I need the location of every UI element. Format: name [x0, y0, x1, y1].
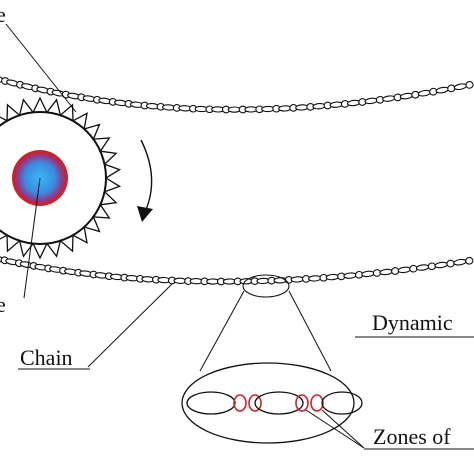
chain-link	[382, 95, 396, 102]
contact-zone-link	[295, 394, 309, 412]
magnified-link	[321, 391, 363, 415]
chain-link	[434, 261, 448, 269]
top-left-label-fragment: e	[0, 2, 6, 27]
leader-line-top-left	[5, 23, 77, 113]
magnifier	[181, 274, 363, 444]
chain-link	[312, 103, 326, 110]
chain-link	[273, 277, 287, 284]
chain-link	[308, 275, 322, 282]
lower-chain-strand	[0, 255, 474, 286]
magnified-chain-links	[186, 391, 363, 415]
chain-link	[415, 264, 430, 271]
bottom-left-label-fragment: e	[0, 292, 6, 317]
chain-link	[329, 101, 344, 108]
chain-link	[361, 270, 375, 278]
chain-link	[379, 268, 393, 276]
contact-zone-link	[248, 394, 262, 412]
dynamic-label: Dynamic	[372, 310, 453, 335]
chain-link	[343, 272, 357, 279]
chain-link	[435, 86, 449, 94]
zones-label: Zones of	[373, 424, 451, 449]
chain-link	[453, 258, 467, 266]
zones-leader-line-2	[321, 409, 365, 449]
contact-zone-link	[233, 394, 247, 412]
sprocket	[0, 96, 122, 260]
leader-line-hub	[23, 177, 41, 299]
magnified-link	[186, 391, 236, 415]
chain-leader-line	[87, 283, 173, 368]
chain-link	[290, 276, 305, 283]
zones-leader-line	[305, 409, 365, 449]
chain-link	[397, 266, 412, 274]
chain-link	[399, 92, 414, 100]
chain-link	[465, 81, 474, 89]
sprocket-hub-ring	[12, 150, 68, 206]
chain-link	[346, 99, 361, 107]
magnified-link	[254, 391, 304, 415]
chain-link	[325, 273, 340, 281]
magnified-view	[181, 362, 355, 444]
contact-zone-link	[310, 394, 324, 412]
rotation-arrow	[137, 139, 153, 222]
magnified-zone-marker	[242, 274, 290, 298]
chain-link	[453, 83, 468, 91]
upper-chain-strand	[0, 75, 474, 114]
chain-label: Chain	[20, 345, 73, 370]
chain-link	[295, 104, 309, 111]
chain-link	[417, 89, 432, 97]
chain-link	[465, 256, 474, 265]
chain-link	[364, 97, 378, 105]
